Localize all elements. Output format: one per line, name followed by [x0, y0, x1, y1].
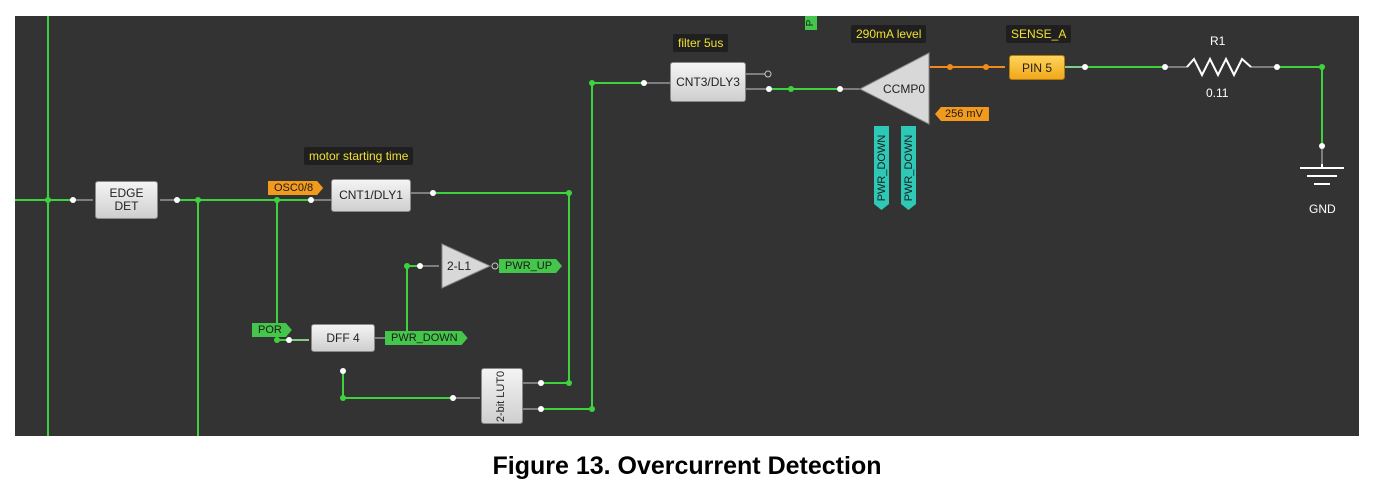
schematic-canvas: EDGE DET CNT1/DLY1 DFF 4 2-bit LUT0 2-L1…: [15, 16, 1359, 436]
pwr-down-vtag-2[interactable]: PWR_DOWN: [901, 126, 916, 210]
top-partial-label: P: [805, 19, 816, 27]
lut0-block[interactable]: 2-bit LUT0: [481, 368, 523, 424]
resistor-value: 0.11: [1206, 86, 1229, 100]
resistor-name: R1: [1210, 34, 1226, 48]
edge-det-block[interactable]: EDGE DET: [95, 181, 158, 219]
filter-note: filter 5us: [673, 34, 729, 52]
figure-caption: Figure 13. Overcurrent Detection: [492, 452, 882, 480]
motor-starting-time-note: motor starting time: [304, 147, 414, 165]
level-note: 290mA level: [851, 25, 927, 43]
inverter-label: 2-L1: [447, 259, 472, 273]
sense-note: SENSE_A: [1006, 25, 1072, 43]
pin5-block[interactable]: PIN 5: [1009, 55, 1065, 80]
pwr-down-vtag-2-label: PWR_DOWN: [902, 134, 915, 202]
pwr-down-vtag-1[interactable]: PWR_DOWN: [874, 126, 889, 210]
por-tag[interactable]: POR: [252, 323, 292, 337]
comparator-ccmp0[interactable]: [858, 52, 930, 125]
wire-layer: [15, 16, 1344, 436]
dff4-block[interactable]: DFF 4: [311, 324, 375, 352]
inverter-2-l1[interactable]: [441, 243, 492, 289]
pwr-down-tag[interactable]: PWR_DOWN: [385, 331, 468, 345]
ccmp0-label: CCMP0: [883, 82, 926, 96]
pwr-down-vtag-1-label: PWR_DOWN: [875, 134, 888, 202]
ground-symbol: [1300, 164, 1344, 185]
lut0-label: 2-bit LUT0: [495, 370, 508, 422]
osc-tag[interactable]: OSC0/8: [268, 181, 323, 195]
resistor-symbol: [1186, 56, 1252, 78]
ground-label: GND: [1309, 202, 1336, 216]
pwr-up-tag[interactable]: PWR_UP: [499, 259, 562, 273]
top-partial-tag[interactable]: P: [805, 16, 817, 30]
cnt1-dly1-block[interactable]: CNT1/DLY1: [331, 179, 411, 212]
vref-tag[interactable]: 256 mV: [935, 107, 989, 121]
cnt3-dly3-block[interactable]: CNT3/DLY3: [670, 62, 746, 102]
